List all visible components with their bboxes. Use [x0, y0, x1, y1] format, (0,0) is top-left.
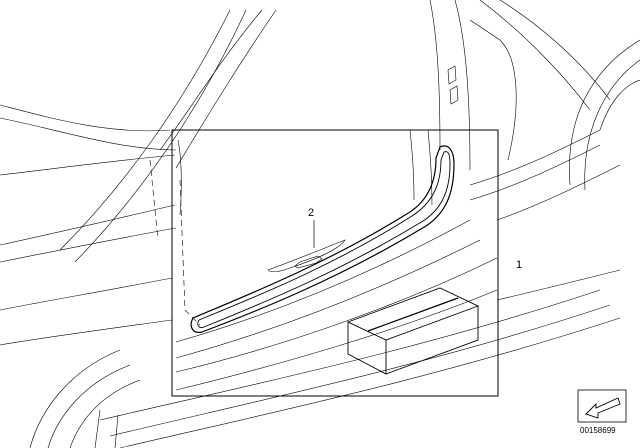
packaging-box: [346, 287, 480, 375]
arrow-stamp-icon: [577, 389, 627, 423]
door-sill-plate: [190, 145, 455, 333]
inner-body-lines: [175, 129, 498, 391]
document-number: 00158699: [580, 426, 616, 435]
callout-1-label: 1: [516, 259, 522, 271]
callout-2-label: 2: [308, 207, 314, 219]
kit-frame: [171, 129, 499, 397]
